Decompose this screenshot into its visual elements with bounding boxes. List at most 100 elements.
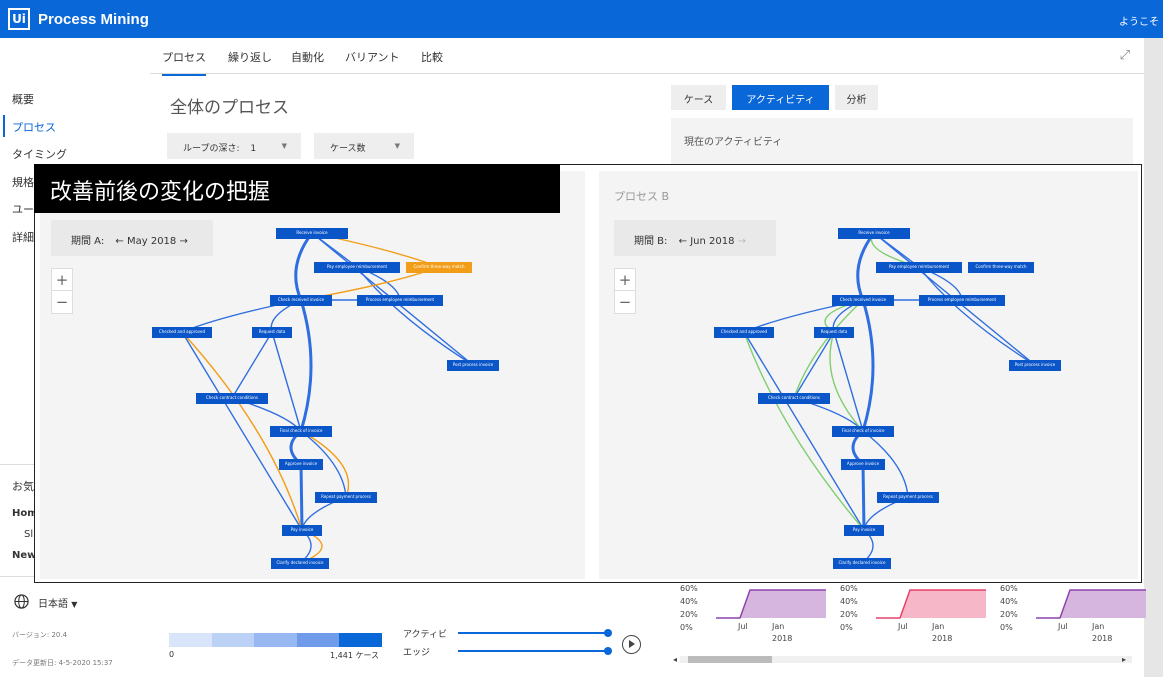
zoom-controls-b: + − — [614, 268, 636, 314]
process-node[interactable]: Final check of invoice — [270, 426, 332, 437]
y-tick-label: 40% — [840, 597, 858, 606]
process-node[interactable]: Pay employee reimbursement — [314, 262, 400, 273]
tab-repeat[interactable]: 繰り返し — [228, 51, 272, 64]
sidebar-item-process[interactable]: プロセス — [12, 121, 56, 134]
process-node[interactable]: Confirm three-way match — [968, 262, 1034, 273]
sidebar-item-overview[interactable]: 概要 — [12, 93, 34, 106]
tab-automation[interactable]: 自動化 — [291, 51, 324, 64]
process-node[interactable]: Post process invoice — [447, 360, 499, 371]
caret-down-icon: ▼ — [281, 142, 287, 150]
current-activity-panel — [671, 118, 1133, 166]
process-node[interactable]: Request data — [814, 327, 854, 338]
process-node[interactable]: Repeat payment process — [877, 492, 939, 503]
edge-slider-knob[interactable] — [604, 647, 612, 655]
zoom-out-button[interactable]: − — [618, 293, 632, 311]
fav-item-new[interactable]: New — [12, 550, 37, 561]
y-tick-label: 0% — [680, 623, 693, 632]
process-node[interactable]: Check received invoice — [832, 295, 894, 306]
process-node[interactable]: Process employee reimbursement — [357, 295, 443, 306]
case-count-dropdown[interactable]: ケース数 ▼ — [314, 133, 414, 159]
sidebar-item-rules[interactable]: 規格 — [12, 176, 34, 189]
process-node[interactable]: Checked and approved — [714, 327, 774, 338]
y-tick-label: 60% — [680, 584, 698, 593]
period-a-selector[interactable]: 期間 A: ← May 2018 → — [51, 220, 213, 256]
process-node[interactable]: Post process invoice — [1009, 360, 1061, 371]
arrow-right-icon[interactable]: → — [737, 236, 747, 247]
tab-compare[interactable]: 比較 — [421, 51, 443, 64]
period-b-value: Jun 2018 — [690, 236, 735, 247]
favorites-label: お気 — [12, 480, 34, 493]
y-tick-label: 20% — [680, 610, 698, 619]
zoom-in-button[interactable]: + — [52, 269, 72, 291]
globe-icon — [14, 594, 29, 609]
horizontal-scrollbar[interactable] — [680, 656, 1132, 663]
process-node[interactable]: Check contract conditions — [758, 393, 830, 404]
process-node[interactable]: Check contract conditions — [196, 393, 268, 404]
play-icon[interactable] — [622, 635, 641, 654]
process-node[interactable]: Receive invoice — [838, 228, 910, 239]
tab-cases[interactable]: ケース — [671, 85, 726, 110]
scroll-right-icon[interactable]: ▸ — [1122, 655, 1127, 664]
y-tick-label: 40% — [680, 597, 698, 606]
process-node[interactable]: Clarify declared invoice — [271, 558, 329, 569]
tab-variants[interactable]: バリアント — [345, 51, 400, 64]
sidebar-item-details[interactable]: 詳細 — [12, 231, 34, 244]
arrow-left-icon[interactable]: ← — [115, 236, 124, 247]
loop-depth-dropdown[interactable]: ループの深さ: 1 ▼ — [167, 133, 301, 159]
mini-chart-plot — [716, 589, 826, 619]
process-node[interactable]: Approve invoice — [841, 459, 885, 470]
process-node[interactable]: Clarify declared invoice — [833, 558, 891, 569]
period-b-selector[interactable]: 期間 B: ← Jun 2018 → — [614, 220, 776, 256]
period-a-value: May 2018 — [126, 236, 177, 247]
scroll-left-icon[interactable]: ◂ — [673, 655, 678, 664]
app-title: Process Mining — [38, 10, 149, 28]
scrollbar-thumb[interactable] — [688, 656, 772, 663]
expand-icon[interactable]: ⤢ — [1119, 48, 1130, 63]
chart-line — [1036, 589, 1146, 619]
version-text: バージョン: 20.4 — [12, 631, 68, 639]
arrow-right-icon[interactable]: → — [179, 236, 188, 247]
process-node[interactable]: Final check of invoice — [832, 426, 894, 437]
welcome-text: ようこそ — [1119, 17, 1159, 28]
zoom-in-button[interactable]: + — [615, 269, 635, 291]
loop-depth-value: 1 — [250, 144, 257, 154]
caret-down-icon: ▼ — [71, 600, 78, 609]
y-tick-label: 20% — [840, 610, 858, 619]
caret-down-icon: ▼ — [394, 142, 400, 150]
fav-item-sl[interactable]: Sl — [24, 529, 34, 540]
process-node[interactable]: Request data — [252, 327, 292, 338]
process-node[interactable]: Checked and approved — [152, 327, 212, 338]
process-node[interactable]: Approve invoice — [279, 459, 323, 470]
activity-slider[interactable] — [458, 632, 608, 634]
y-tick-label: 0% — [840, 623, 853, 632]
fav-item-home[interactable]: Hom — [12, 508, 38, 519]
process-node[interactable]: Receive invoice — [276, 228, 348, 239]
data-updated-text: データ更新日: 4-5-2020 15:37 — [12, 659, 113, 667]
x-tick-label: 2018 — [932, 634, 953, 643]
arrow-left-icon[interactable]: ← — [678, 236, 687, 247]
chart-area — [1060, 590, 1146, 618]
uipath-logo: Ui — [8, 8, 30, 30]
tab-analysis[interactable]: 分析 — [835, 85, 878, 110]
zoom-out-button[interactable]: − — [55, 293, 69, 311]
process-node[interactable]: Pay employee reimbursement — [876, 262, 962, 273]
process-node[interactable]: Process employee reimbursement — [919, 295, 1005, 306]
process-node[interactable]: Pay invoice — [844, 525, 884, 536]
mini-chart-plot — [1036, 589, 1146, 619]
chart-area — [900, 590, 986, 618]
process-node[interactable]: Pay invoice — [282, 525, 322, 536]
edge-slider[interactable] — [458, 650, 608, 652]
sidebar-item-timing[interactable]: タイミング — [12, 148, 67, 161]
active-indicator — [3, 115, 5, 137]
process-node[interactable]: Check received invoice — [270, 295, 332, 306]
process-node[interactable]: Confirm three-way match — [406, 262, 472, 273]
activity-slider-knob[interactable] — [604, 629, 612, 637]
tab-activity[interactable]: アクティビティ — [732, 85, 829, 110]
y-tick-label: 60% — [840, 584, 858, 593]
sidebar-item-user[interactable]: ユー — [12, 203, 34, 216]
tab-process[interactable]: プロセス — [162, 49, 206, 76]
language-select[interactable]: 日本語 ▼ — [38, 595, 77, 610]
process-node[interactable]: Repeat payment process — [315, 492, 377, 503]
legend-swatch — [211, 633, 254, 647]
